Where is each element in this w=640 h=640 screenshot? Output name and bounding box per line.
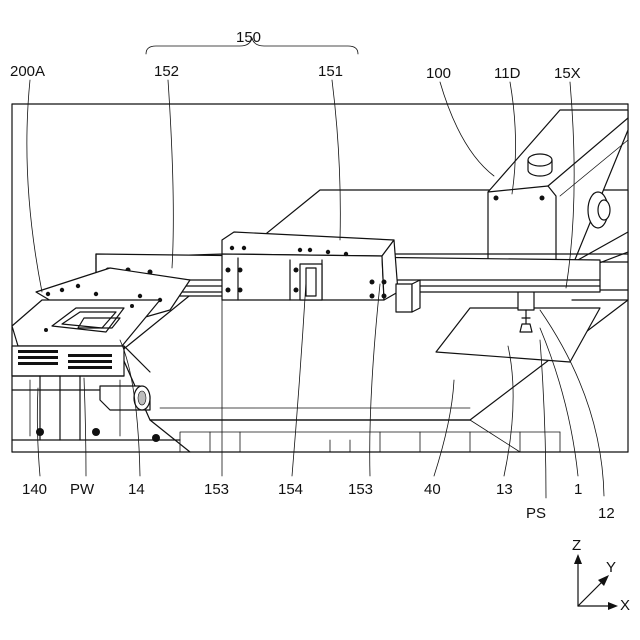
label-1: 1 [574,481,582,498]
label-PS: PS [526,505,546,522]
axis-z-label: Z [572,537,581,554]
vent-right [68,354,112,369]
axis-indicator: Z Y X [572,537,630,614]
label-200A: 200A [10,63,45,80]
label-151: 151 [318,63,343,80]
axis-x-label: X [620,597,630,614]
label-14: 14 [128,481,145,498]
label-100: 100 [426,65,451,82]
vent-left [18,350,58,365]
bracket-153-right [396,280,420,312]
label-12: 12 [598,505,615,522]
label-153-left: 153 [204,481,229,498]
label-152: 152 [154,63,179,80]
carriage-151 [222,232,398,300]
axis-y-label: Y [606,559,616,576]
label-40: 40 [424,481,441,498]
label-154: 154 [278,481,303,498]
label-150: 150 [236,29,261,46]
label-153-right: 153 [348,481,373,498]
label-13: 13 [496,481,513,498]
label-140: 140 [22,481,47,498]
label-11D: 11D [494,65,521,82]
label-PW: PW [70,481,95,498]
label-15X: 15X [554,65,581,82]
